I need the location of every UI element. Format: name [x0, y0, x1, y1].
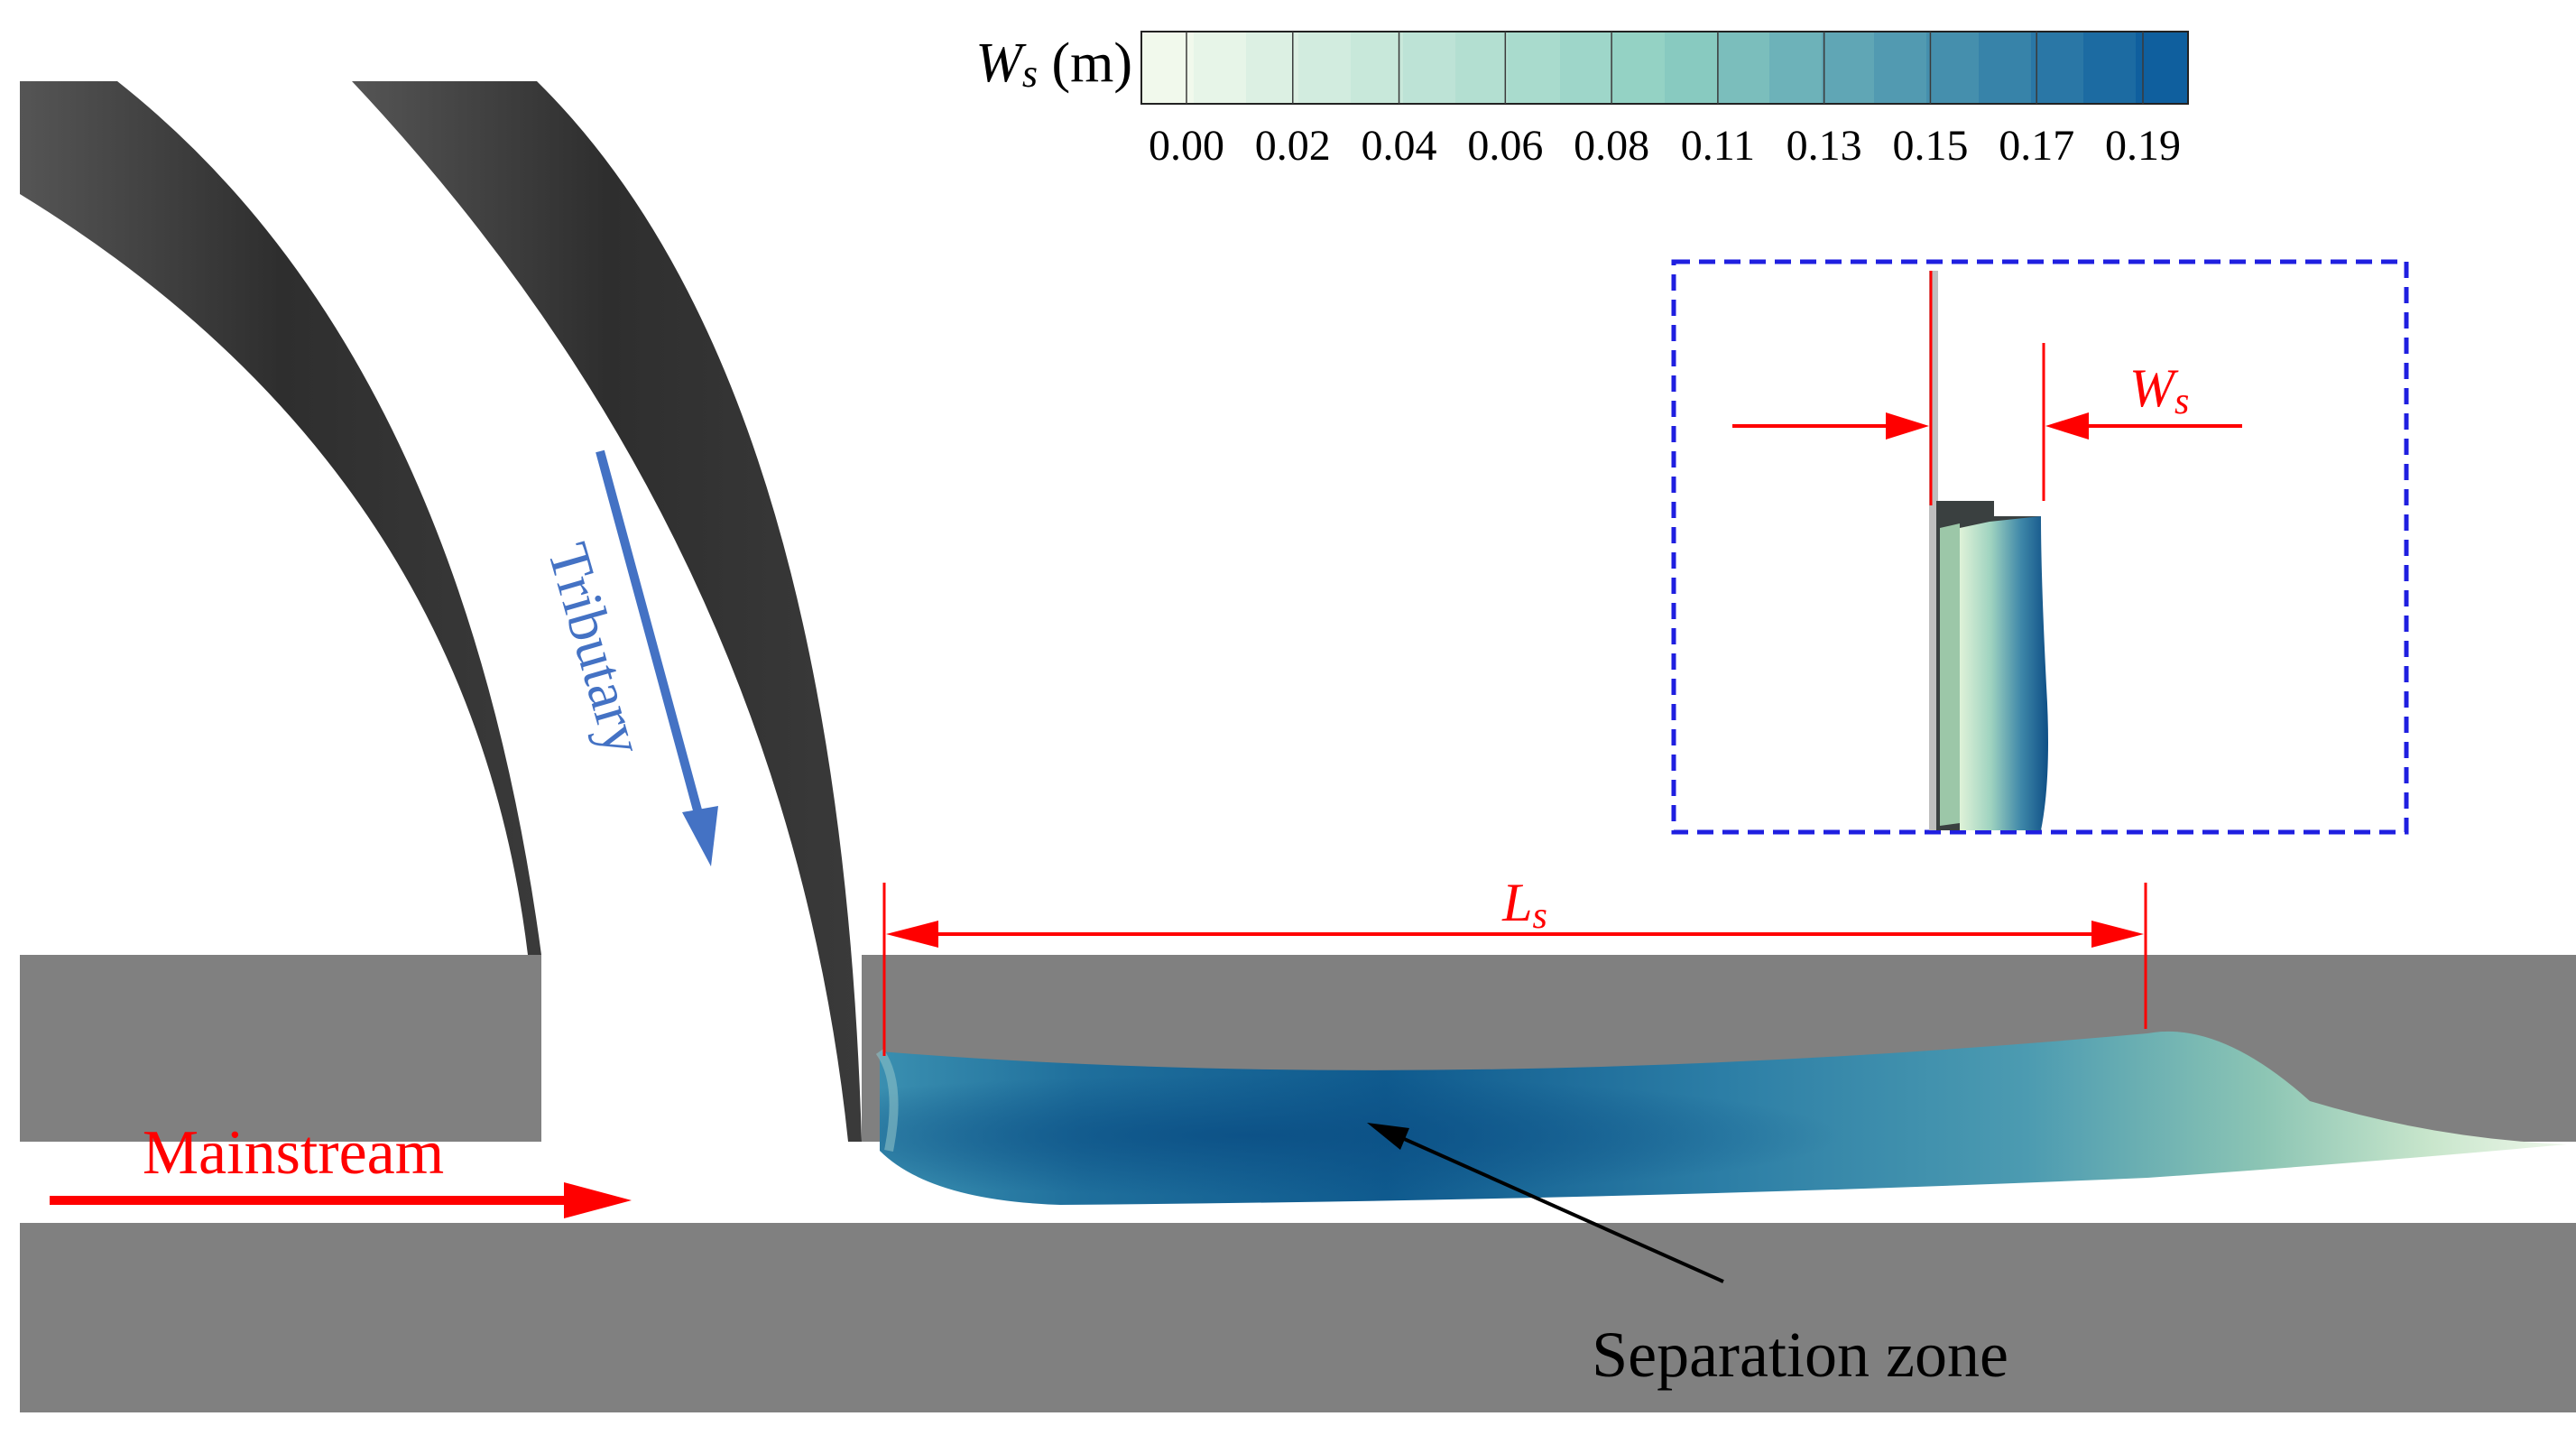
colorbar-swatch: [1717, 32, 1770, 104]
colorbar-swatch: [1874, 32, 1927, 104]
colorbar-tick-label: 0.06: [1467, 122, 1543, 170]
colorbar-swatch: [1979, 32, 2032, 104]
ls-dimension: [882, 883, 2147, 1056]
colorbar-tick-label: 0.08: [1574, 122, 1649, 170]
colorbar-tick-label: 0.17: [1999, 122, 2074, 170]
inset-panel: [1671, 259, 2409, 835]
separation-annotation-arrowhead: [1367, 1123, 1409, 1150]
colorbar-tick-label: 0.00: [1149, 122, 1224, 170]
colorbar-swatch: [1560, 32, 1613, 104]
colorbar-tick-label: 0.15: [1892, 122, 1968, 170]
colorbar-swatch: [1665, 32, 1718, 104]
tributary-right-wall: [352, 81, 862, 1142]
colorbar-swatch: [1194, 32, 1247, 104]
tributary-left-wall: [20, 81, 541, 955]
colorbar-tick-label: 0.13: [1787, 122, 1862, 170]
colorbar-title: Ws (m): [975, 32, 1132, 96]
mainstream-arrowhead: [564, 1182, 632, 1218]
mainstream-label: Mainstream: [143, 1118, 444, 1188]
colorbar-swatch: [1926, 32, 1980, 104]
colorbar-tick-label: 0.19: [2105, 122, 2181, 170]
tributary-arrowhead: [682, 806, 718, 866]
ls-label: Ls: [1501, 873, 1547, 937]
colorbar-swatch: [1298, 32, 1352, 104]
colorbar-swatch: [2136, 32, 2189, 104]
colorbar-swatch: [1822, 32, 1875, 104]
colorbar-swatch: [1455, 32, 1509, 104]
main-channel-upper-wall-left: [20, 955, 541, 1142]
colorbar-swatch: [1769, 32, 1823, 104]
colorbar-swatch: [1508, 32, 1561, 104]
colorbar-swatch: [2031, 32, 2084, 104]
colorbar-tick-label: 0.11: [1681, 122, 1755, 170]
colorbar-swatch: [1612, 32, 1666, 104]
colorbar-swatch: [1351, 32, 1404, 104]
colorbar-swatches: [1141, 32, 2189, 104]
separation-zone: [875, 1031, 2567, 1205]
colorbar-swatch: [1403, 32, 1456, 104]
colorbar-tick-label: 0.04: [1362, 122, 1437, 170]
separation-zone-label: Separation zone: [1592, 1319, 2008, 1391]
colorbar-swatch: [1246, 32, 1299, 104]
tributary-label: Tributary: [536, 536, 657, 762]
tributary-arrow: [596, 449, 704, 819]
colorbar-swatch: [1141, 32, 1195, 104]
colorbar-ticks: 0.00 0.02 0.04 0.06 0.08 0.11 0.13 0.15 0.17 0.19: [1149, 32, 2181, 170]
colorbar-tick-label: 0.02: [1255, 122, 1331, 170]
colorbar-swatch: [2083, 32, 2137, 104]
ws-label: Ws: [2129, 358, 2189, 422]
colorbar-frame: [1140, 31, 2189, 105]
main-channel-lower-wall: [20, 1223, 2576, 1412]
separation-annotation-arrow: [1375, 1125, 1724, 1283]
